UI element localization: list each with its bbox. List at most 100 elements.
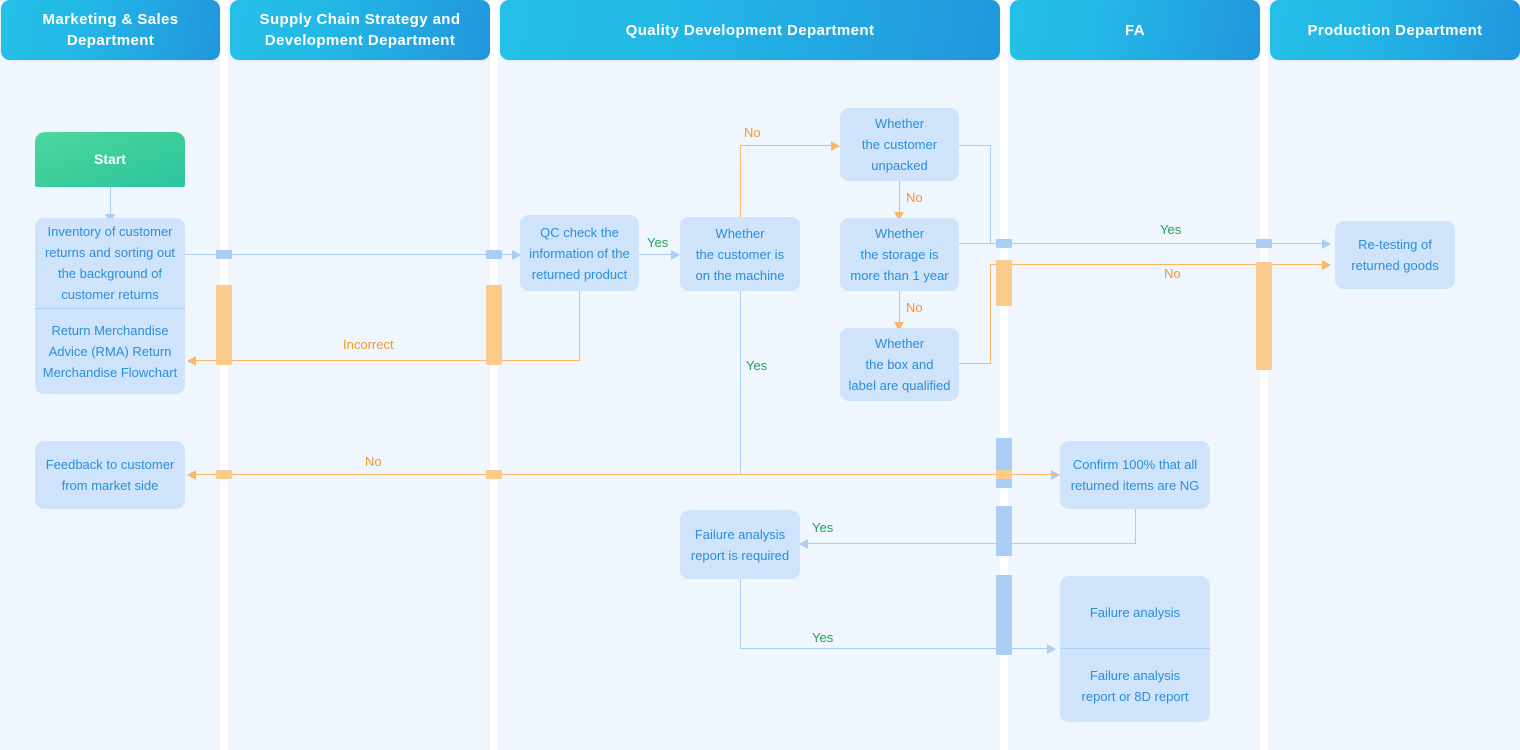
edge-label-feedback-no: No [365, 454, 382, 469]
node-feedback-line1: Feedback to customer [45, 457, 175, 472]
arrowhead-no-to-retesting [1322, 260, 1331, 270]
edge-fareport-yes-right [740, 648, 1052, 649]
node-onmachine-line2: the customer is [695, 246, 785, 262]
edge-label-qc-yes: Yes [647, 235, 669, 250]
lane-production [1268, 0, 1520, 750]
edge-onmachine-yes-down [740, 289, 741, 475]
node-retesting-line1: Re-testing of [1358, 237, 1432, 252]
node-start-label: Start [94, 151, 126, 167]
edge-boxlabel-up [990, 265, 991, 364]
edge-storage-yes-right [958, 243, 990, 244]
lane-header-supply[interactable]: Supply Chain Strategy and Development De… [230, 0, 490, 60]
node-inventory-top-segment: Inventory of customer returns and sortin… [35, 218, 185, 308]
node-failure-analysis[interactable]: Failure analysis Failure analysis report… [1060, 576, 1210, 722]
lane-cross-marker-fareport-fa [996, 575, 1012, 655]
edge-no-to-retesting [990, 264, 1326, 265]
lane-header-quality-label: Quality Development Department [625, 21, 875, 39]
edge-confirm-to-fareport [808, 543, 1136, 544]
edge-inventory-to-qc [185, 254, 517, 255]
node-confirm-line2: returned items are NG [1070, 478, 1200, 493]
node-confirm-100-percent-ng[interactable]: Confirm 100% that all returned items are… [1060, 441, 1210, 509]
edge-unpacked-no-down [899, 181, 900, 217]
edge-label-fa-required-yes: Yes [812, 520, 834, 535]
node-onmachine-line1: Whether [715, 225, 765, 241]
arrowhead-unpacked-no [894, 212, 904, 221]
lane-cross-marker-incorrect-quality [486, 285, 502, 365]
edge-qc-incorrect-down [579, 289, 580, 361]
lane-cross-marker-onmachine-yes-fa [996, 438, 1012, 488]
edge-qc-to-onmachine [639, 254, 676, 255]
arrowhead-onmachine-no [831, 141, 840, 151]
arrowhead-qc-to-onmachine [671, 250, 680, 260]
node-whether-customer-on-machine[interactable]: Whether the customer is on the machine [680, 217, 800, 291]
node-rma-flowchart-segment: Return Merchandise Advice (RMA) Return M… [35, 308, 185, 394]
node-boxlabel-line1: Whether [874, 336, 925, 351]
edge-start-to-inventory [110, 187, 111, 218]
edge-unpacked-yes-down [990, 145, 991, 244]
lane-header-fa-label: FA [1125, 21, 1145, 39]
node-unpacked-line3: unpacked [871, 158, 928, 173]
lane-header-supply-line2: and Development Department [264, 11, 461, 49]
edge-label-onmachine-no: No [744, 125, 761, 140]
node-inventory-of-customer-returns[interactable]: Inventory of customer returns and sortin… [35, 218, 185, 394]
node-qc-check-information[interactable]: QC check the information of the returned… [520, 215, 639, 291]
node-boxlabel-line3: label are qualified [848, 378, 951, 393]
lane-cross-marker-inventory-quality [486, 250, 502, 259]
edge-fareport-yes-down [740, 579, 741, 649]
node-onmachine-line3: on the machine [695, 267, 785, 283]
lane-cross-marker-feedback-quality [486, 470, 502, 479]
edge-label-retest-no: No [1164, 266, 1181, 281]
node-confirm-line1: Confirm 100% that all [1072, 457, 1198, 472]
node-boxlabel-line2: the box and [865, 357, 934, 372]
node-whether-storage-more-than-1-year[interactable]: Whether the storage is more than 1 year [840, 218, 959, 291]
node-inventory-line2: returns and sorting out [44, 245, 176, 260]
arrowhead-no-to-feedback [187, 470, 196, 480]
node-qc-line2: information of the [529, 245, 630, 261]
node-start[interactable]: Start [35, 132, 185, 187]
edge-label-incorrect: Incorrect [343, 337, 394, 352]
node-rma-sub3: Merchandise Flowchart [42, 365, 178, 380]
lane-header-quality[interactable]: Quality Development Department [500, 0, 1000, 60]
node-whether-customer-unpacked[interactable]: Whether the customer unpacked [840, 108, 959, 181]
node-retesting-line2: returned goods [1351, 258, 1439, 273]
edge-boxlabel-right [958, 363, 990, 364]
node-rma-sub1: Return Merchandise [51, 323, 169, 338]
lane-cross-marker-no-fa [996, 260, 1012, 306]
arrowhead-yes-to-retesting [1322, 239, 1331, 249]
arrowhead-qc-incorrect [187, 356, 196, 366]
lane-cross-marker-yes-production [1256, 239, 1272, 248]
node-inventory-line3: the background of [57, 266, 163, 281]
edge-qc-incorrect-left [196, 360, 580, 361]
lane-cross-marker-yes-fa [996, 239, 1012, 248]
node-inventory-line4: customer returns [61, 287, 159, 302]
node-failure-analysis-report-required[interactable]: Failure analysis report is required [680, 510, 800, 579]
edge-confirm-down [1135, 509, 1136, 544]
edge-label-onmachine-yes: Yes [746, 358, 768, 373]
lane-header-production[interactable]: Production Department [1270, 0, 1520, 60]
lane-cross-marker-confirm-quality [996, 506, 1012, 556]
node-qc-line1: QC check the [540, 224, 619, 240]
arrowhead-onmachine-yes [1051, 470, 1060, 480]
node-failure-analysis-sub1: Failure analysis [1089, 667, 1181, 683]
edge-storage-no-down [899, 291, 900, 327]
lane-header-marketing-line2: & Sales Department [66, 11, 179, 49]
node-feedback-to-customer[interactable]: Feedback to customer from market side [35, 441, 185, 509]
lane-cross-marker-incorrect-supply [216, 285, 232, 365]
node-fareport-line2: report is required [690, 547, 790, 563]
lane-header-production-label: Production Department [1307, 21, 1483, 39]
node-whether-box-and-label-qualified[interactable]: Whether the box and label are qualified [840, 328, 959, 401]
lane-header-fa[interactable]: FA [1010, 0, 1260, 60]
edge-onmachine-no-up [740, 146, 741, 230]
node-failure-analysis-sub2: report or 8D report [1081, 688, 1189, 704]
edge-label-unpacked-no: No [906, 190, 923, 205]
lane-supply [228, 0, 490, 750]
edge-label-fa-analysis-yes: Yes [812, 630, 834, 645]
node-failure-analysis-report-segment: Failure analysis report or 8D report [1060, 648, 1210, 722]
node-qc-line3: returned product [531, 266, 628, 282]
node-storage-line1: Whether [874, 226, 925, 241]
node-retesting-of-returned-goods[interactable]: Re-testing of returned goods [1335, 221, 1455, 289]
node-storage-line3: more than 1 year [850, 268, 949, 283]
lane-header-marketing[interactable]: Marketing & Sales Department [1, 0, 220, 60]
node-inventory-line1: Inventory of customer [47, 224, 173, 239]
